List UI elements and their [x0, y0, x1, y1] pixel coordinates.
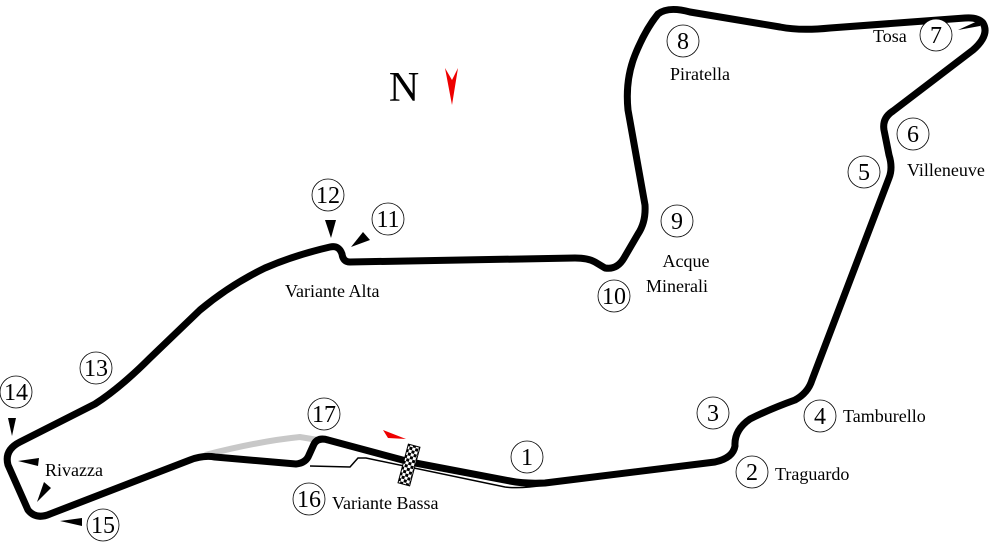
corner-circle [919, 18, 953, 52]
start-direction-flag-icon [383, 430, 406, 439]
label-variante-alta: Variante Alta [285, 281, 379, 301]
corner-marker-12: 12 [311, 178, 345, 212]
corner-number: 16 [297, 487, 321, 513]
corner-marker-11: 11 [371, 202, 405, 236]
corner-number: 7 [930, 23, 942, 49]
corner-circle [292, 482, 326, 516]
old-chicane [204, 433, 319, 458]
corner-number: 11 [376, 207, 399, 233]
corner-circle [597, 279, 631, 313]
label-rivazza: Rivazza [45, 460, 103, 480]
corner-marker-3: 3 [696, 396, 730, 430]
label-acque: Acque [663, 251, 710, 271]
corner-number: 1 [521, 445, 533, 471]
corner-number: 5 [858, 160, 870, 186]
label-minerali: Minerali [646, 276, 708, 296]
corner-marker-5: 5 [847, 155, 881, 189]
corner-number: 12 [316, 183, 340, 209]
corner-marker-2: 2 [735, 455, 769, 489]
corner-number: 8 [677, 29, 689, 55]
corner-circle [311, 178, 345, 212]
corner-number: 15 [91, 513, 115, 539]
direction-markers [8, 19, 982, 526]
track [3, 5, 989, 520]
corner-number: 9 [671, 209, 683, 235]
finish-line [397, 443, 421, 487]
corner-marker-16: 16 [292, 482, 326, 516]
corner-circle [660, 204, 694, 238]
corner-number: 13 [84, 356, 108, 382]
corner-marker-14: 14 [0, 375, 33, 409]
marker-14-icon [8, 418, 16, 436]
corner-circle [86, 508, 120, 542]
label-villeneuve: Villeneuve [907, 160, 985, 180]
marker-7-icon [958, 19, 982, 30]
corner-marker-13: 13 [79, 351, 113, 385]
label-tosa: Tosa [873, 26, 907, 46]
compass-north-label: N [389, 65, 419, 111]
corner-number: 6 [907, 122, 919, 148]
corner-marker-17: 17 [307, 397, 341, 431]
corner-circle [371, 202, 405, 236]
corner-circle [803, 399, 837, 433]
corner-number: 10 [602, 284, 626, 310]
corner-marker-1: 1 [510, 440, 544, 474]
corner-circle [696, 396, 730, 430]
corner-number: 14 [4, 380, 28, 406]
marker-rivazza-icon [18, 458, 39, 466]
marker-11-icon [351, 232, 370, 247]
corner-number: 4 [814, 404, 826, 430]
corner-number: 17 [312, 402, 336, 428]
marker-15a-icon [37, 482, 51, 502]
marker-15b-icon [60, 518, 82, 526]
marker-12-icon [325, 220, 336, 238]
corner-marker-9: 9 [660, 204, 694, 238]
label-tamburello: Tamburello [843, 406, 926, 426]
corner-circle [666, 24, 700, 58]
corner-marker-8: 8 [666, 24, 700, 58]
north-arrow-icon [445, 68, 458, 105]
corner-marker-4: 4 [803, 399, 837, 433]
label-traguardo: Traguardo [775, 464, 849, 484]
corner-marker-7: 7 [919, 18, 953, 52]
corner-circle [896, 117, 930, 151]
corner-circle [0, 375, 33, 409]
label-variante-bassa: Variante Bassa [332, 493, 438, 513]
corner-number: 2 [746, 460, 758, 486]
corner-number: 3 [707, 401, 719, 427]
corner-circle [79, 351, 113, 385]
corner-marker-15: 15 [86, 508, 120, 542]
corner-marker-6: 6 [896, 117, 930, 151]
corner-circle [510, 440, 544, 474]
corner-circle [307, 397, 341, 431]
corner-circle [847, 155, 881, 189]
corner-circle [735, 455, 769, 489]
label-piratella: Piratella [670, 64, 730, 84]
corner-marker-10: 10 [597, 279, 631, 313]
